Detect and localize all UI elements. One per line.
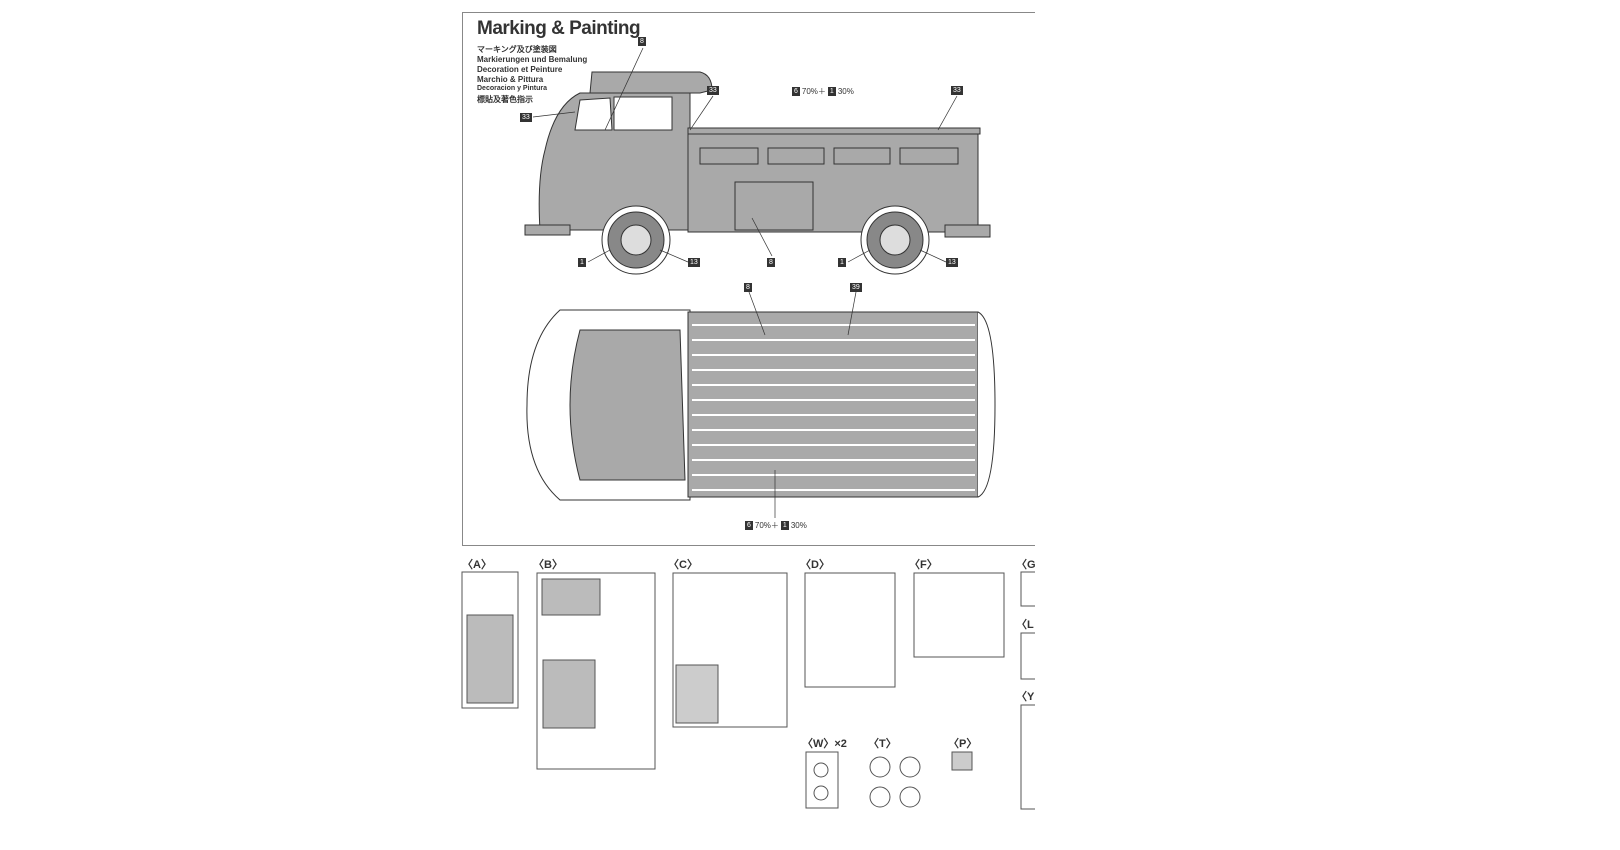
part-label-a: 〈A〉: [462, 559, 492, 571]
top-view: [526, 309, 996, 501]
subtitle-de: Markierungen und Bemalung: [477, 55, 588, 64]
subtitle-it: Marchio & Pittura: [477, 75, 544, 84]
callout-33: 33: [707, 86, 719, 95]
parts-sprues: [461, 571, 1042, 810]
side-view: [524, 71, 991, 275]
callout-8: 8: [638, 37, 646, 46]
callout-8: 8: [767, 258, 775, 267]
page-title: Marking & Painting: [477, 18, 641, 39]
part-label-f: 〈F〉: [909, 559, 938, 571]
part-label-d: 〈D〉: [800, 559, 830, 571]
subtitle-cn: 標貼及著色指示: [477, 95, 533, 104]
part-label-p: 〈P〉: [948, 738, 978, 750]
leader-lines: [532, 47, 958, 518]
callout-1: 1: [578, 258, 586, 267]
part-label-g: 〈G: [1016, 559, 1036, 571]
callout-33: 33: [520, 113, 532, 122]
part-label-l: 〈L: [1016, 619, 1034, 631]
part-label-b: 〈B〉: [533, 559, 563, 571]
subtitle-jp: マーキング及び塗装図: [477, 45, 557, 54]
part-label-y: 〈Y: [1016, 691, 1035, 703]
callout-13: 13: [688, 258, 700, 267]
subtitle-es: Decoracion y Pintura: [477, 85, 548, 92]
page-margin: [1035, 0, 1620, 850]
part-label-c: 〈C〉: [668, 559, 698, 571]
callout-39: 39: [850, 283, 862, 292]
subtitle-fr: Decoration et Peinture: [477, 65, 563, 74]
callout-1: 1: [838, 258, 846, 267]
part-label-t: 〈T〉: [868, 738, 897, 750]
part-label-w: 〈W〉×2: [802, 738, 847, 750]
callout-33: 33: [951, 86, 963, 95]
callout-8: 8: [744, 283, 752, 292]
callout-13: 13: [946, 258, 958, 267]
